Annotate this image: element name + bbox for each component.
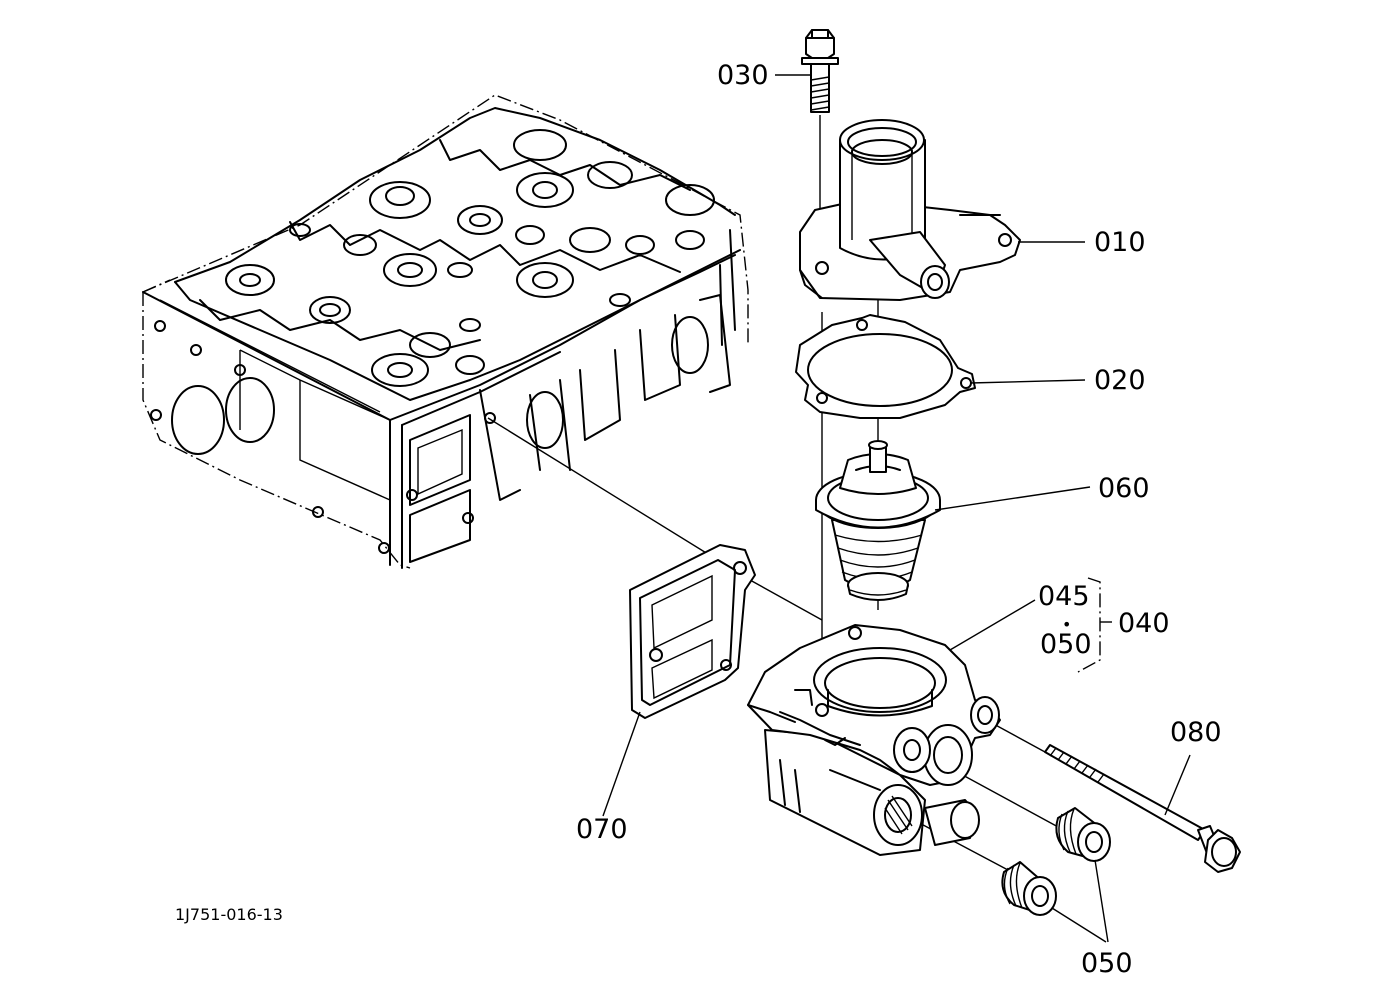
plug-050-upper — [1055, 807, 1111, 862]
separator-dot: • — [1062, 615, 1071, 634]
label-040: 040 — [1118, 608, 1170, 639]
leader-lines — [602, 74, 1191, 943]
label-080: 080 — [1170, 717, 1222, 748]
label-050-kit: 050 — [1040, 629, 1092, 660]
bolt-030 — [801, 29, 839, 113]
cylinder-head — [142, 94, 749, 569]
label-070: 070 — [576, 814, 628, 845]
gasket-070 — [629, 544, 756, 719]
bolt-080 — [1044, 744, 1241, 873]
part-number-labels: 030 010 020 060 045 • 050 040 080 070 05… — [175, 60, 1222, 979]
label-045: 045 — [1038, 581, 1090, 612]
label-050: 050 — [1081, 948, 1133, 979]
label-060: 060 — [1098, 473, 1150, 504]
label-030: 030 — [717, 60, 769, 91]
gasket-020 — [795, 314, 976, 419]
label-010: 010 — [1094, 227, 1146, 258]
plug-050-lower — [1001, 861, 1057, 916]
thermostat-cover-010 — [799, 119, 1021, 301]
thermostat-060 — [815, 440, 941, 601]
label-020: 020 — [1094, 365, 1146, 396]
diagram-code: 1J751-016-13 — [175, 905, 283, 924]
thermostat-housing-040 — [747, 624, 1001, 856]
